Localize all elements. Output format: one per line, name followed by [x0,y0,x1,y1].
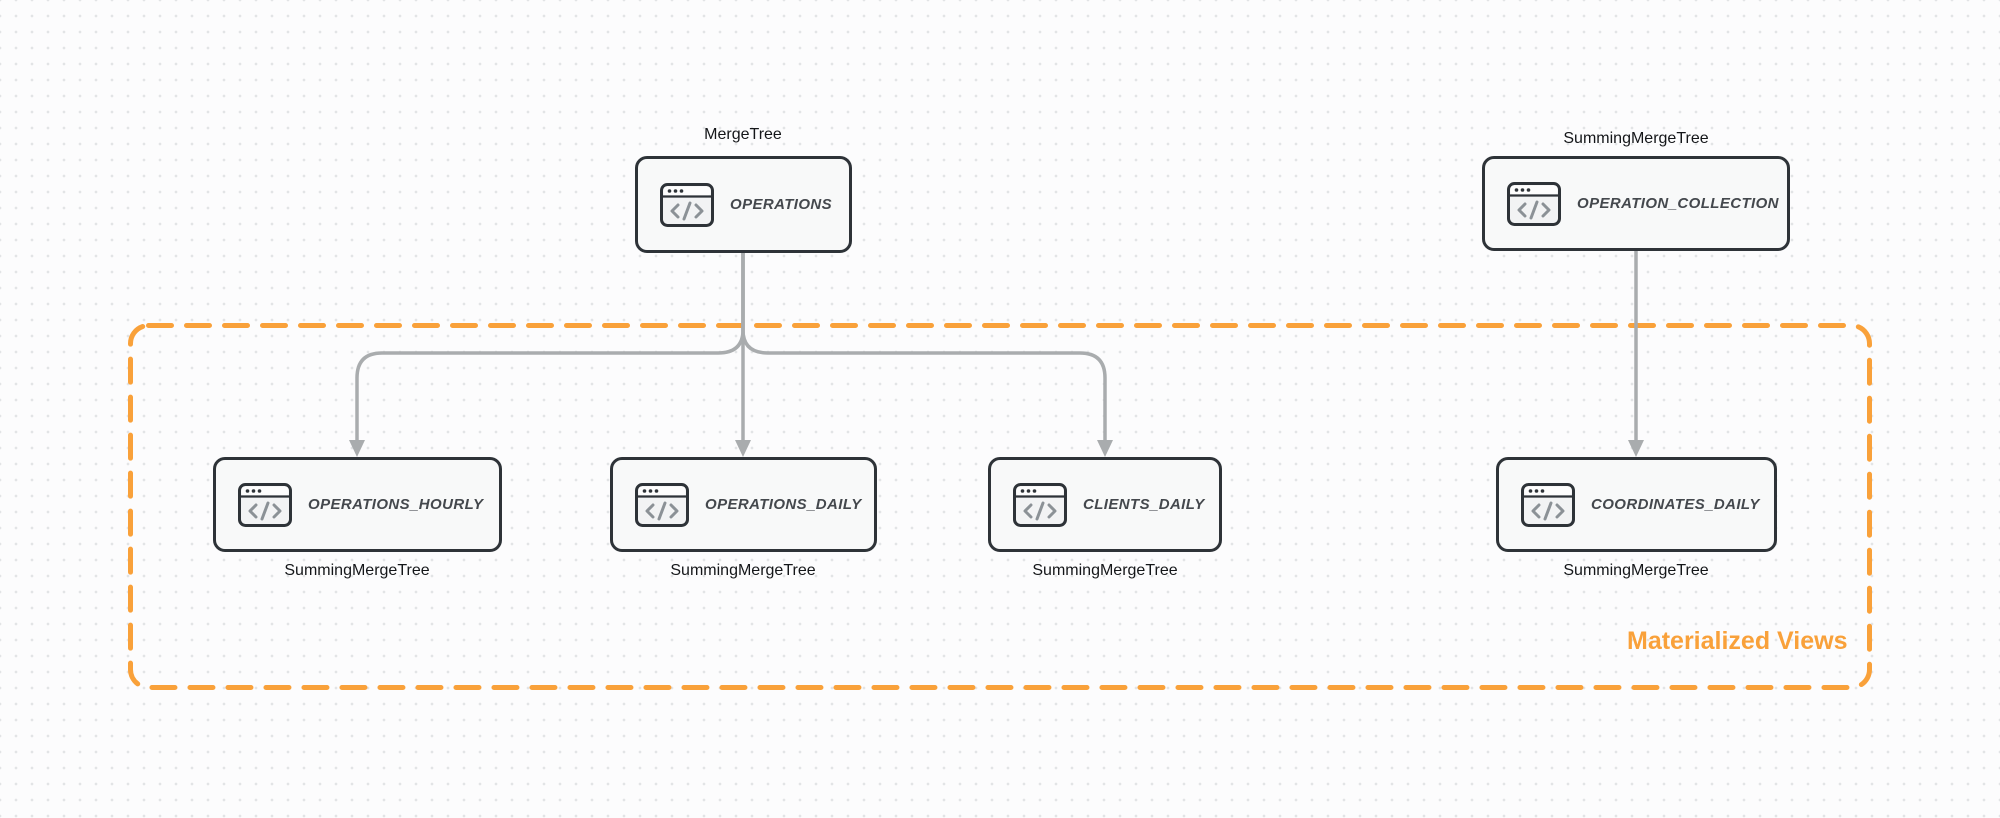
code-window-icon [1013,482,1067,527]
arrowhead-icon [1628,440,1644,457]
table-name: OPERATION_COLLECTION [1577,195,1779,212]
arrowhead-icon [735,440,751,457]
table-name: OPERATIONS_HOURLY [308,496,484,513]
table-node-operation-collection[interactable]: OPERATION_COLLECTION [1482,156,1790,251]
engine-label-operations-daily: SummingMergeTree [670,562,816,579]
table-node-operations-daily[interactable]: OPERATIONS_DAILY [610,457,877,552]
code-window-icon [660,182,714,227]
table-node-operations-hourly[interactable]: OPERATIONS_HOURLY [213,457,502,552]
code-window-icon [635,482,689,527]
table-node-operations[interactable]: OPERATIONS [635,156,852,253]
engine-label-operations: MergeTree [704,126,782,143]
table-name: COORDINATES_DAILY [1591,496,1760,513]
edge-operations-to-operations-hourly [355,251,745,443]
table-node-coordinates-daily[interactable]: COORDINATES_DAILY [1496,457,1777,552]
engine-label-coordinates-daily: SummingMergeTree [1563,562,1709,579]
materialized-views-group-label: Materialized Views [1627,627,1848,655]
engine-label-operations-hourly: SummingMergeTree [284,562,430,579]
edge-operations-to-clients-daily [741,251,1107,443]
engine-label-operation-collection: SummingMergeTree [1563,130,1709,147]
arrowhead-icon [1097,440,1113,457]
table-node-clients-daily[interactable]: CLIENTS_DAILY [988,457,1222,552]
table-name: OPERATIONS_DAILY [705,496,862,513]
code-window-icon [238,482,292,527]
code-window-icon [1507,181,1561,226]
code-window-icon [1521,482,1575,527]
table-name: OPERATIONS [730,196,833,213]
engine-label-clients-daily: SummingMergeTree [1032,562,1178,579]
table-name: CLIENTS_DAILY [1083,496,1205,513]
arrowhead-icon [349,440,365,457]
